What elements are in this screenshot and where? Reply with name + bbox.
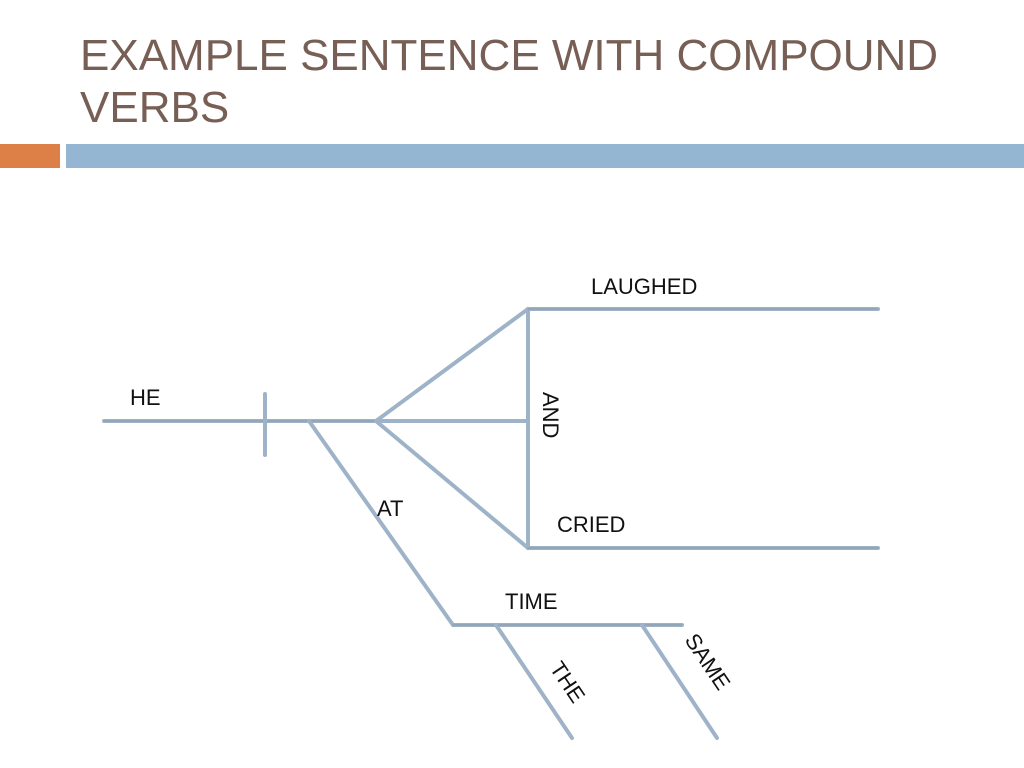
word-object: TIME [505,589,558,614]
word-modifier-1: THE [545,657,590,707]
accent-bar-blue [66,144,1024,168]
modifier-slant-1 [494,623,574,740]
diagram-words: HE LAUGHED CRIED AT TIME AND THE SAME [130,274,735,707]
word-verb-top: LAUGHED [591,274,697,299]
preposition-slant [307,419,455,627]
word-subject: HE [130,385,161,410]
diagram-lines [102,307,880,740]
word-modifier-2: SAME [680,629,736,695]
accent-bar-orange [0,144,60,168]
word-preposition: AT [377,496,403,521]
modifier-slant-2 [640,623,719,740]
word-verb-bottom: CRIED [557,512,625,537]
fork-lower-branch [374,419,530,550]
word-conjunction: AND [538,392,563,438]
slide-title: EXAMPLE SENTENCE WITH COMPOUND VERBS [80,31,939,132]
fork-upper-branch [374,307,530,423]
